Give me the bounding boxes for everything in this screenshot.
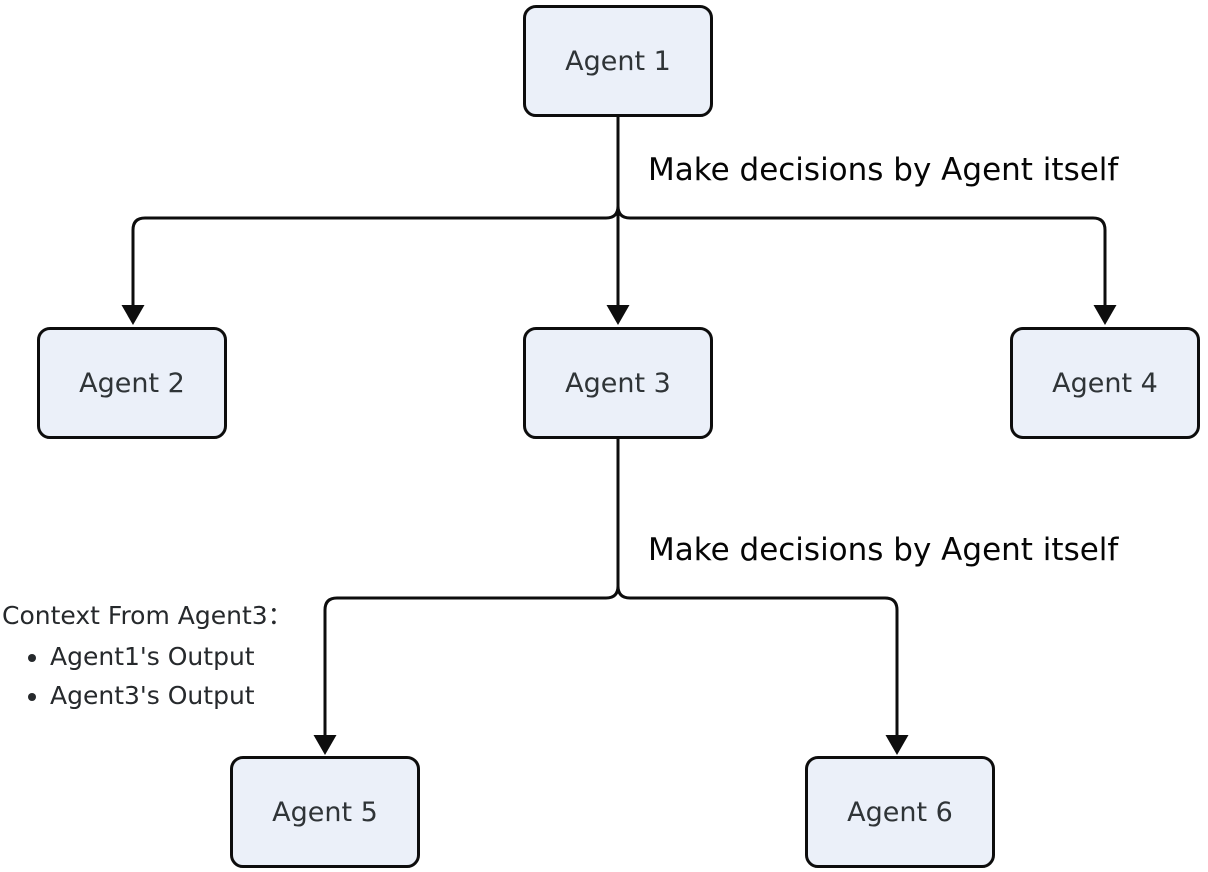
context-note-item: Agent3's Output bbox=[50, 676, 293, 715]
node-agent-5: Agent 5 bbox=[230, 756, 420, 868]
node-agent-4-label: Agent 4 bbox=[1052, 367, 1158, 399]
node-agent-2-label: Agent 2 bbox=[79, 367, 185, 399]
context-note-title: Context From Agent3： bbox=[2, 601, 293, 630]
node-agent-3-label: Agent 3 bbox=[565, 367, 671, 399]
node-agent-5-label: Agent 5 bbox=[272, 796, 378, 828]
arrowhead-agent3 bbox=[606, 305, 630, 325]
edge-label-decisions-top: Make decisions by Agent itself bbox=[648, 152, 1119, 188]
arrowhead-agent2 bbox=[121, 305, 145, 325]
edge-label-decisions-bottom: Make decisions by Agent itself bbox=[648, 532, 1119, 568]
arrowhead-agent5 bbox=[313, 735, 337, 755]
node-agent-1: Agent 1 bbox=[523, 5, 713, 117]
edge-agent1-agent4 bbox=[616, 117, 1107, 308]
node-agent-6-label: Agent 6 bbox=[847, 796, 953, 828]
context-note-list: Agent1's Output Agent3's Output bbox=[2, 637, 293, 715]
edge-agent3-agent5 bbox=[323, 439, 620, 738]
node-agent-6: Agent 6 bbox=[805, 756, 995, 868]
node-agent-4: Agent 4 bbox=[1010, 327, 1200, 439]
node-agent-3: Agent 3 bbox=[523, 327, 713, 439]
context-note: Context From Agent3： Agent1's Output Age… bbox=[2, 599, 293, 715]
node-agent-1-label: Agent 1 bbox=[565, 45, 671, 77]
edge-agent1-agent2 bbox=[131, 117, 620, 308]
node-agent-2: Agent 2 bbox=[37, 327, 227, 439]
arrowhead-agent6 bbox=[885, 735, 909, 755]
context-note-item: Agent1's Output bbox=[50, 637, 293, 676]
edge-agent3-agent6 bbox=[616, 439, 899, 738]
arrowhead-agent4 bbox=[1093, 305, 1117, 325]
